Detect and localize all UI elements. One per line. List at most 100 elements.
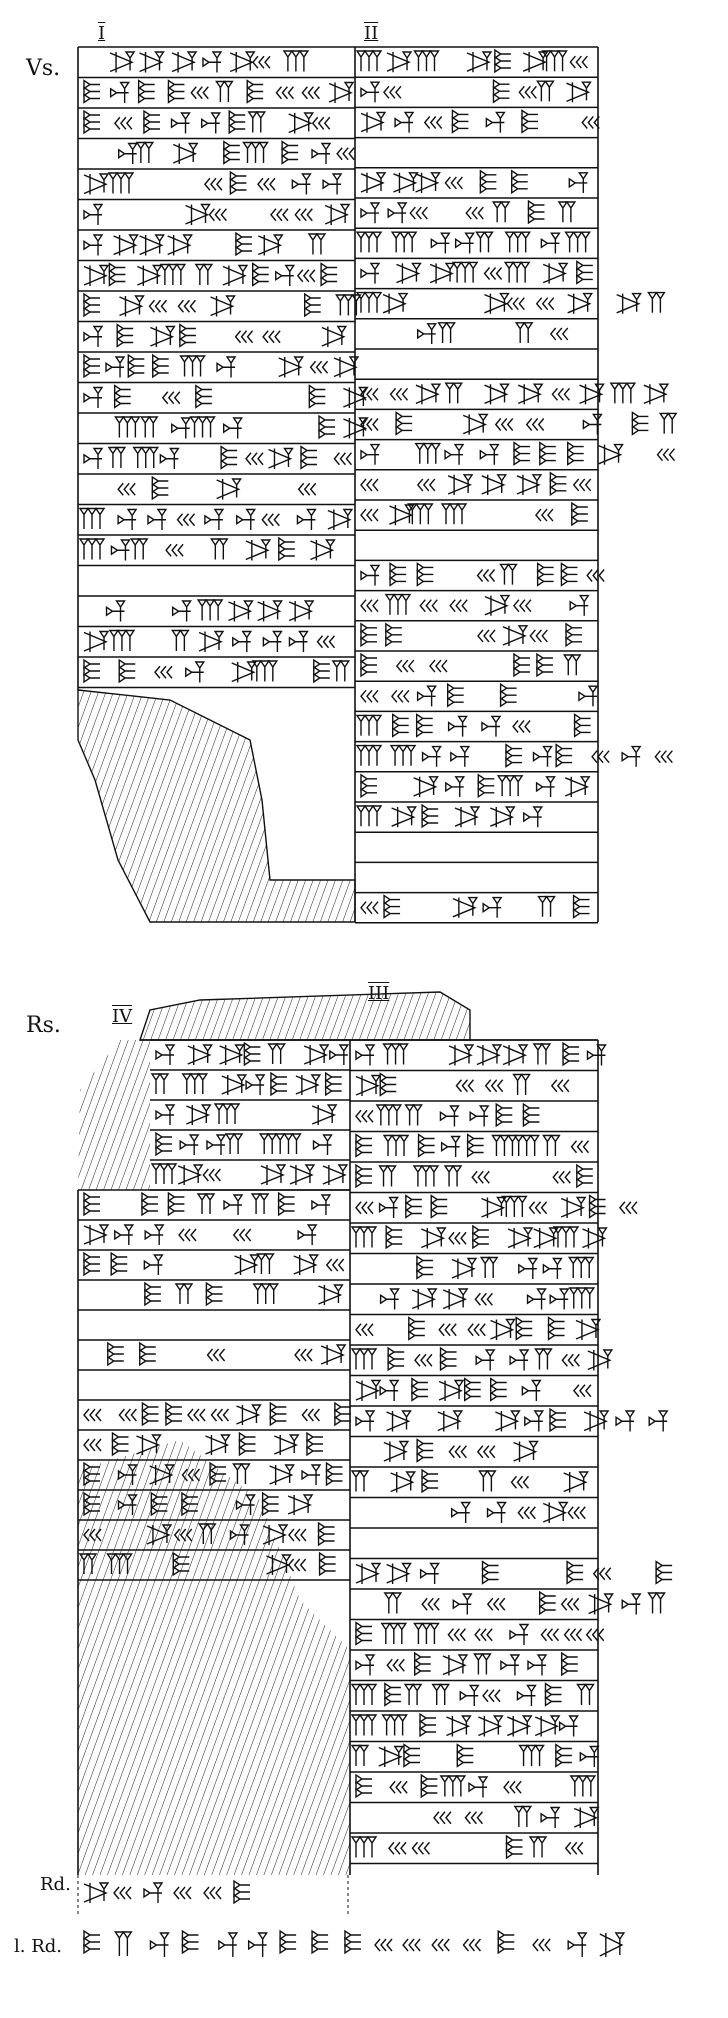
wedge-mark <box>111 1445 129 1457</box>
cuneiform-sign <box>421 1227 447 1249</box>
wedge-mark <box>617 382 629 404</box>
wedge-mark <box>483 267 491 280</box>
wedge-mark <box>415 503 426 525</box>
cuneiform-sign <box>383 1440 410 1462</box>
wedge-mark <box>486 1507 506 1519</box>
wedge-mark <box>429 263 454 284</box>
wedge-mark <box>666 750 673 764</box>
cuneiform-sign <box>516 474 543 495</box>
wedge-mark <box>518 1744 529 1766</box>
cuneiform-sign <box>403 1743 420 1768</box>
wedge-mark <box>528 1201 536 1215</box>
cuneiform-sign <box>421 803 439 829</box>
cuneiform-sign <box>412 1165 440 1187</box>
wedge-mark <box>534 1348 545 1370</box>
cuneiform-sign <box>198 630 225 652</box>
cuneiform-sign <box>205 1434 231 1455</box>
cuneiform-sign <box>137 79 155 104</box>
cuneiform-sign <box>161 391 181 405</box>
wedge-mark <box>366 1226 378 1248</box>
wedge-mark <box>155 1131 172 1143</box>
wedge-mark <box>528 1836 540 1858</box>
wedge-mark <box>567 1353 574 1367</box>
wedge-mark <box>569 1775 581 1797</box>
wedge-mark <box>551 387 558 401</box>
wedge-mark <box>476 1445 484 1459</box>
cuneiform-sign <box>289 1164 316 1185</box>
wedge-mark <box>604 1567 612 1581</box>
cuneiform-sign <box>439 1775 467 1797</box>
wedge-mark <box>313 665 330 677</box>
wedge-mark <box>547 1323 565 1334</box>
cuneiform-sign <box>395 411 413 436</box>
wedge-mark <box>360 773 377 785</box>
wedge-mark <box>460 1445 467 1459</box>
cuneiform-sign <box>251 660 279 682</box>
wedge-mark <box>92 447 104 469</box>
wedge-mark <box>179 1528 187 1542</box>
wedge-mark <box>296 514 316 526</box>
wedge-mark <box>481 1567 499 1578</box>
wedge-mark <box>306 1224 318 1245</box>
cuneiform-sign <box>564 1841 584 1855</box>
wedge-mark <box>150 1163 162 1184</box>
wedge-mark <box>565 636 583 648</box>
cuneiform-sign <box>478 1715 504 1737</box>
wedge-mark <box>366 1836 378 1858</box>
wedge-mark <box>181 600 192 622</box>
wedge-mark <box>237 264 249 284</box>
wedge-mark <box>384 1696 401 1707</box>
wedge-mark <box>540 1043 552 1065</box>
wedge-mark <box>204 177 211 191</box>
wedge-mark <box>369 262 381 284</box>
wedge-mark <box>437 1938 444 1952</box>
wedge-mark <box>249 1254 260 1273</box>
cuneiform-sign <box>483 267 503 280</box>
wedge-mark <box>303 112 315 132</box>
cuneiform-sign <box>107 1341 124 1367</box>
wedge-mark <box>486 1292 493 1306</box>
wedge-mark <box>540 1812 560 1824</box>
wedge-mark <box>119 296 144 317</box>
wedge-mark <box>389 1288 400 1310</box>
wedge-mark <box>306 508 317 530</box>
wedge-mark <box>114 1553 125 1574</box>
cuneiform-sign <box>540 1628 560 1642</box>
wedge-mark <box>386 1938 393 1952</box>
cuneiform-sign <box>416 1255 433 1280</box>
wedge-mark <box>83 1936 100 1948</box>
wedge-mark <box>281 86 288 100</box>
wedge-mark <box>267 660 279 682</box>
cuneiform-sign <box>451 261 479 283</box>
wedge-mark <box>647 291 658 313</box>
column-IV-label: IV <box>112 1006 133 1027</box>
wedge-mark <box>360 268 379 279</box>
cuneiform-sign <box>220 445 238 470</box>
wedge-mark <box>161 1524 173 1543</box>
wedge-mark <box>205 1295 223 1307</box>
cuneiform-sign <box>135 141 155 163</box>
wedge-mark <box>304 292 321 304</box>
wedge-mark <box>358 1714 370 1736</box>
wedge-mark <box>597 1628 605 1642</box>
wedge-mark <box>447 1628 454 1642</box>
wedge-mark <box>363 50 375 72</box>
cuneiform-sign <box>113 234 139 256</box>
wedge-mark <box>257 177 264 191</box>
wedge-mark <box>456 176 463 190</box>
wedge-mark <box>587 685 599 707</box>
wedge-mark <box>402 689 410 703</box>
cuneiform-sign <box>463 1377 481 1402</box>
wedge-mark <box>403 111 415 133</box>
wedge-mark <box>245 1079 265 1091</box>
wedge-mark <box>326 1104 338 1123</box>
wedge-mark <box>261 513 268 527</box>
wedge-mark <box>238 1228 246 1242</box>
wedge-mark <box>541 508 548 522</box>
wedge-mark <box>409 206 416 220</box>
cuneiform-sign <box>252 1283 280 1304</box>
wedge-mark <box>509 1195 520 1217</box>
cuneiform-sign <box>313 658 330 684</box>
wedge-mark <box>328 82 353 103</box>
wedge-mark <box>208 1168 215 1182</box>
